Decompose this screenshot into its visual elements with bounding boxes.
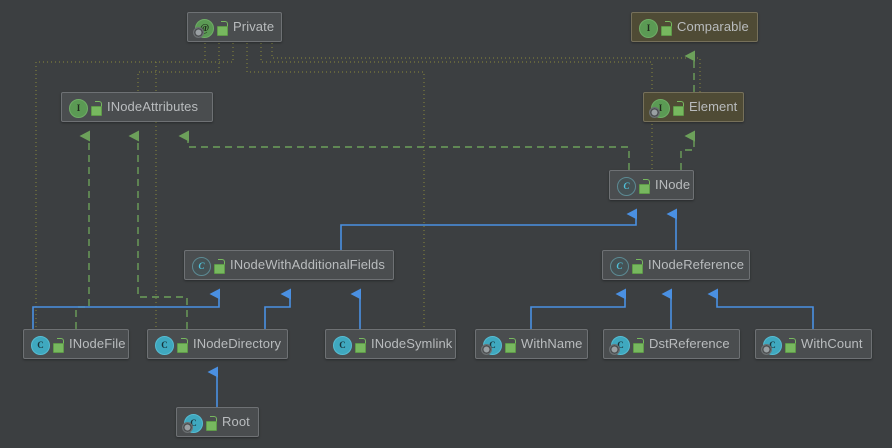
interface-icon: I [69, 98, 88, 118]
gear-overlay-icon [481, 343, 492, 355]
node-label: INode [655, 177, 691, 192]
lock-icon [632, 258, 643, 274]
gear-overlay-icon [609, 343, 620, 355]
node-inodereference[interactable]: C INodeReference [602, 250, 750, 280]
edge-inodedirectory-inodeattributes [128, 130, 188, 329]
node-label: WithName [521, 336, 583, 351]
class-icon: C [609, 335, 630, 355]
node-private[interactable]: @ Private [187, 12, 282, 42]
interface-icon: I [649, 98, 670, 118]
edge-withcount-inodereference [707, 288, 814, 329]
gear-overlay-icon [193, 26, 204, 38]
node-label: INodeWithAdditionalFields [230, 257, 385, 272]
node-label: Comparable [677, 19, 749, 34]
node-withname[interactable]: C WithName [475, 329, 588, 359]
interface-icon: I [639, 18, 658, 38]
node-label: Element [689, 99, 738, 114]
edge-private-inode [260, 43, 653, 170]
lock-icon [214, 258, 225, 274]
node-label: WithCount [801, 336, 863, 351]
node-label: INodeReference [648, 257, 745, 272]
lock-icon [217, 20, 228, 36]
lock-icon [785, 337, 796, 353]
node-inodefile[interactable]: C INodeFile [23, 329, 129, 359]
node-element[interactable]: I Element [643, 92, 744, 122]
node-label: DstReference [649, 336, 730, 351]
class-icon: C [333, 335, 352, 355]
lock-icon [633, 337, 644, 353]
lock-icon [639, 178, 650, 194]
node-inodeattributes[interactable]: I INodeAttributes [61, 92, 213, 122]
lock-icon [53, 337, 64, 353]
edge-private-inodefile [35, 43, 206, 329]
node-inodewithadditionalfields[interactable]: C INodeWithAdditionalFields [184, 250, 394, 280]
node-inodesymlink[interactable]: C INodeSymlink [325, 329, 456, 359]
node-label: INodeAttributes [107, 99, 199, 114]
edge-inodefile-inodewithadditionalfields [32, 288, 220, 329]
node-label: INodeSymlink [371, 336, 453, 351]
annotation-edges [35, 43, 701, 329]
lock-icon [177, 337, 188, 353]
gear-overlay-icon [649, 106, 660, 118]
class-icon: C [481, 335, 502, 355]
lock-icon [206, 415, 217, 431]
edge-private-inodesymlink [246, 43, 425, 329]
inheritance-edges [32, 208, 814, 407]
abstract-class-icon: C [192, 256, 211, 276]
class-icon: C [182, 413, 203, 433]
node-comparable[interactable]: I Comparable [631, 12, 758, 42]
node-withcount[interactable]: C WithCount [755, 329, 872, 359]
edge-withname-inodereference [530, 288, 626, 329]
node-inodedirectory[interactable]: C INodeDirectory [147, 329, 288, 359]
lock-icon [355, 337, 366, 353]
class-icon: C [31, 335, 50, 355]
node-inode[interactable]: C INode [609, 170, 694, 200]
edge-private-inodeattributes [137, 43, 220, 92]
lock-icon [91, 100, 102, 116]
edge-inodedirectory-inodewithadditionalfields [264, 288, 291, 329]
lock-icon [673, 100, 684, 116]
edge-private-element [271, 43, 701, 92]
class-icon: C [155, 335, 174, 355]
lock-icon [661, 20, 672, 36]
gear-overlay-icon [761, 343, 772, 355]
edge-inode-inodeattributes [178, 130, 630, 170]
node-label: Private [233, 19, 275, 34]
lock-icon [505, 337, 516, 353]
node-label: INodeFile [69, 336, 126, 351]
node-label: INodeDirectory [193, 336, 282, 351]
edge-inodefile-inodeattributes [75, 130, 90, 329]
edge-private-inodedirectory [155, 43, 234, 329]
annotation-icon: @ [193, 18, 214, 38]
abstract-class-icon: C [617, 176, 636, 196]
abstract-class-icon: C [610, 256, 629, 276]
class-icon: C [761, 335, 782, 355]
gear-overlay-icon [182, 421, 193, 433]
edge-inodewithadditionalfields-inode [340, 208, 637, 250]
node-label: Root [222, 414, 250, 429]
edge-inode-element [680, 130, 695, 170]
node-root[interactable]: C Root [176, 407, 259, 437]
node-dstreference[interactable]: C DstReference [603, 329, 740, 359]
